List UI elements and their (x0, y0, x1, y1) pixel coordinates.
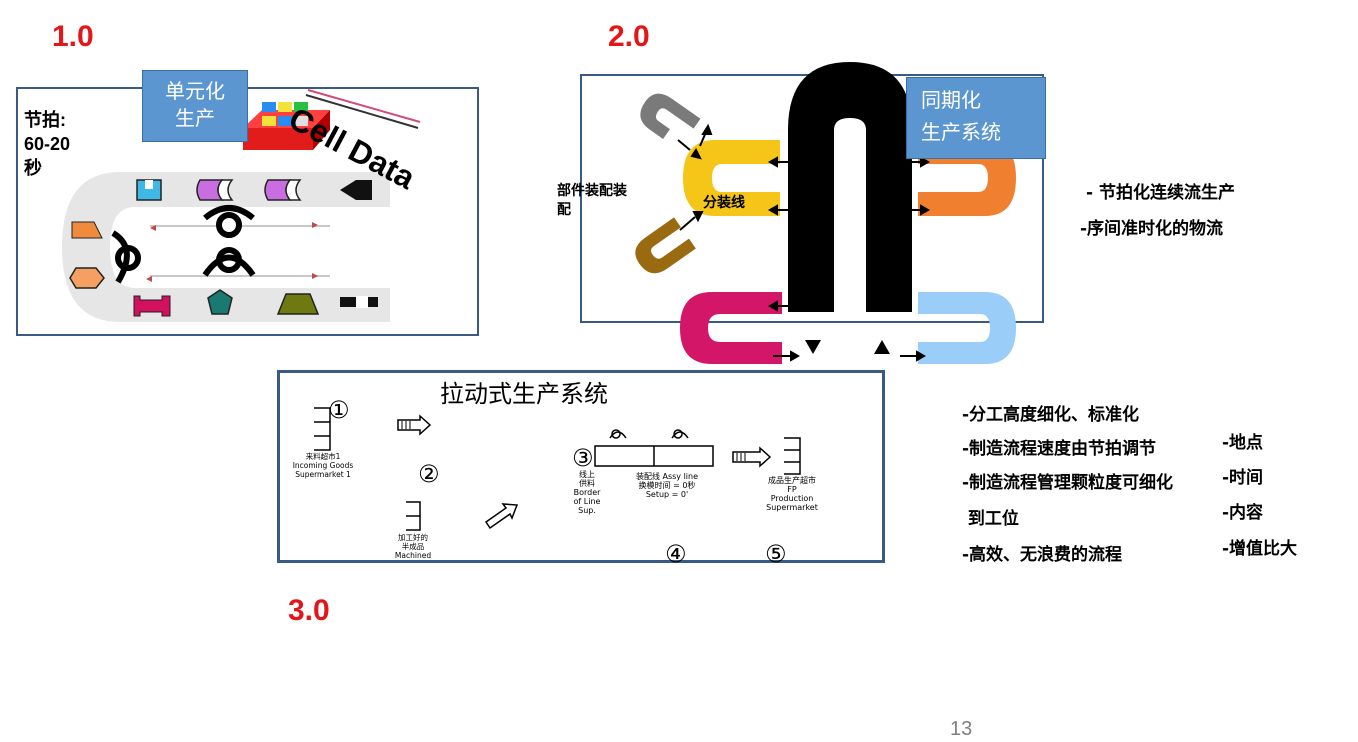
sync-production-label: 同期化 生产系统 (921, 88, 1001, 144)
step-3-marker: ③ (572, 444, 594, 472)
step-4-marker: ④ (665, 540, 687, 568)
fp-supermarket-label: 成品生产超市 FP Production Supermarket (766, 476, 818, 512)
page-number: 13 (950, 718, 973, 740)
sub-line-label: 分装线 (703, 195, 745, 211)
version-3-label: 3.0 (288, 594, 330, 627)
pull-flow-diagram (314, 407, 801, 531)
step-2-marker: ② (418, 460, 440, 488)
border-of-line-label: 线上 供料 Border of Line Sup. (573, 470, 601, 515)
panel3-bullet-2: -制造流程速度由节拍调节 (962, 439, 1157, 459)
panel3-bullet-4: 到工位 (962, 509, 1019, 529)
version-1-label: 1.0 (52, 20, 94, 53)
sync-line-diagram (635, 62, 1016, 364)
step-1-marker: ① (328, 396, 350, 424)
sub-assembly-label: 部件装配装 配 (557, 183, 627, 218)
version-2-label: 2.0 (608, 20, 650, 53)
aspect-value-added: -增值比大 (1222, 539, 1298, 559)
panel3-bullet-3: -制造流程管理颗粒度可细化 (962, 473, 1174, 493)
panel3-bullet-5: -高效、无浪费的流程 (962, 545, 1123, 565)
cell-layout-diagram (62, 89, 421, 322)
panel2-bullet-1: - 节拍化连续流生产 (1086, 183, 1235, 203)
step-5-marker: ⑤ (765, 540, 787, 568)
assy-line-label: 装配线 Assy line 换模时间 = 0秒 Setup = 0' (635, 472, 699, 499)
aspect-time: -时间 (1222, 468, 1264, 488)
machined-sub-assys-label: 加工好的 半成品 Machined Sub Assys (394, 533, 432, 561)
panel2-bullet-2: -序间准时化的物流 (1080, 219, 1224, 239)
takt-label: 节拍: 60-20 秒 (24, 110, 71, 178)
incoming-goods-label: 来料超市1 Incoming Goods Supermarket 1 (292, 452, 354, 479)
pull-system-title: 拉动式生产系统 (440, 380, 608, 408)
cell-production-label: 单元化 生产 (165, 79, 225, 130)
aspect-location: -地点 (1222, 433, 1264, 453)
cell-production-box: 单元化 生产 (142, 70, 248, 142)
panel-pull-production (277, 370, 885, 563)
panel3-bullet-1: -分工高度细化、标准化 (962, 405, 1140, 425)
sync-production-box: 同期化 生产系统 (906, 77, 1046, 159)
aspect-content: -内容 (1222, 503, 1264, 523)
